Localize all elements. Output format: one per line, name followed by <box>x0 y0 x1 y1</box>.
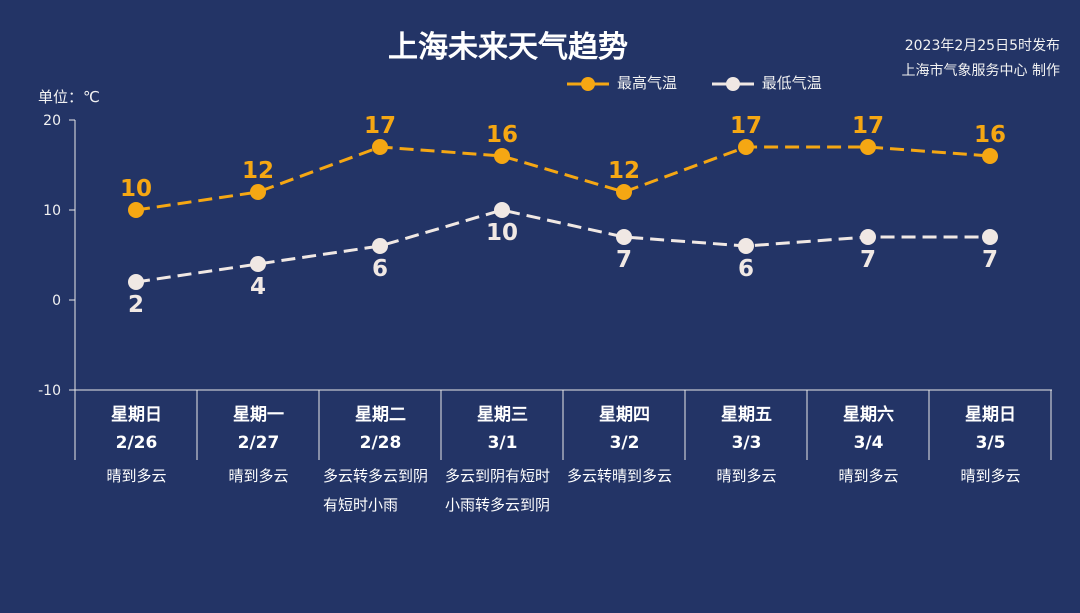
point-low <box>494 202 510 218</box>
day-weather: 晴到多云 <box>838 467 899 485</box>
data-label-low: 2 <box>128 292 144 318</box>
series-line-low <box>135 208 990 284</box>
point-high <box>372 139 388 155</box>
day-date: 3/4 <box>853 433 884 453</box>
day-date: 3/1 <box>487 433 518 453</box>
day-column: 星期五 3/3 晴到多云 <box>686 402 807 491</box>
point-high <box>128 202 144 218</box>
day-column: 星期日 3/5 晴到多云 <box>930 402 1051 491</box>
point-low <box>250 256 266 272</box>
data-label-high: 17 <box>364 113 396 139</box>
data-label-low: 6 <box>372 256 388 282</box>
point-low <box>982 229 998 245</box>
day-date: 3/3 <box>731 433 762 453</box>
legend-label-high: 最高气温 <box>617 74 678 92</box>
data-label-high: 10 <box>120 176 152 202</box>
point-low <box>860 229 876 245</box>
legend-marker-high <box>567 76 609 91</box>
data-label-high: 16 <box>974 122 1006 148</box>
data-label-high: 17 <box>730 113 762 139</box>
day-weekday: 星期五 <box>721 405 772 425</box>
day-weekday: 星期三 <box>477 405 528 425</box>
point-high <box>616 184 632 200</box>
point-high <box>982 148 998 164</box>
data-label-high: 16 <box>486 122 518 148</box>
day-date: 2/27 <box>237 433 280 453</box>
point-high <box>860 139 876 155</box>
day-weekday: 星期四 <box>599 405 650 425</box>
data-label-high: 12 <box>608 158 640 184</box>
point-low <box>128 274 144 290</box>
day-weather: 晴到多云 <box>106 467 167 485</box>
point-high <box>738 139 754 155</box>
day-weather: 晴到多云 <box>960 467 1021 485</box>
day-weather: 多云转多云到阴有短时小雨 <box>323 467 429 514</box>
data-label-low: 4 <box>250 274 266 300</box>
day-date: 2/26 <box>115 433 158 453</box>
legend: 最高气温 最低气温 <box>565 72 850 93</box>
day-weather: 多云到阴有短时小雨转多云到阴 <box>445 467 551 514</box>
day-weather: 晴到多云 <box>716 467 777 485</box>
day-column: 星期四 3/2 多云转晴到多云 <box>564 402 685 491</box>
y-tick-label: 0 <box>52 293 61 309</box>
data-label-low: 7 <box>860 247 876 273</box>
day-date: 3/2 <box>609 433 640 453</box>
y-tick-label: 20 <box>43 113 61 129</box>
day-date: 3/5 <box>975 433 1006 453</box>
data-label-low: 10 <box>486 220 518 246</box>
day-weather: 多云转晴到多云 <box>567 467 673 485</box>
publish-time: 2023年2月25日5时发布 <box>904 38 1060 54</box>
chart-title: 上海未来天气趋势 <box>388 30 628 65</box>
day-weekday: 星期日 <box>965 405 1016 425</box>
data-label-high: 17 <box>852 113 884 139</box>
data-label-low: 6 <box>738 256 754 282</box>
point-high <box>494 148 510 164</box>
data-label-high: 12 <box>242 158 274 184</box>
day-weekday: 星期二 <box>355 405 406 425</box>
point-low <box>738 238 754 254</box>
day-weather: 晴到多云 <box>228 467 289 485</box>
day-date: 2/28 <box>359 433 402 453</box>
point-low <box>616 229 632 245</box>
day-weekday: 星期日 <box>111 405 162 425</box>
legend-item-low: 最低气温 <box>710 72 822 93</box>
publisher: 上海市气象服务中心 制作 <box>901 63 1060 79</box>
data-label-low: 7 <box>982 247 998 273</box>
point-high <box>250 184 266 200</box>
legend-label-low: 最低气温 <box>761 74 822 92</box>
day-column: 星期日 2/26 晴到多云 <box>76 402 197 491</box>
data-label-low: 7 <box>616 247 632 273</box>
unit-label: 单位：℃ <box>38 88 100 106</box>
legend-marker-low <box>711 76 754 91</box>
day-column: 星期六 3/4 晴到多云 <box>808 402 929 491</box>
day-weekday: 星期一 <box>233 405 284 425</box>
day-weekday: 星期六 <box>843 405 894 425</box>
day-column: 星期一 2/27 晴到多云 <box>198 402 319 491</box>
point-low <box>372 238 388 254</box>
y-tick-label: 10 <box>43 203 61 219</box>
day-column: 星期三 3/1 多云到阴有短时小雨转多云到阴 <box>442 402 563 520</box>
legend-item-high: 最高气温 <box>565 72 677 93</box>
day-column: 星期二 2/28 多云转多云到阴有短时小雨 <box>320 402 441 520</box>
y-tick-label: -10 <box>38 383 61 399</box>
